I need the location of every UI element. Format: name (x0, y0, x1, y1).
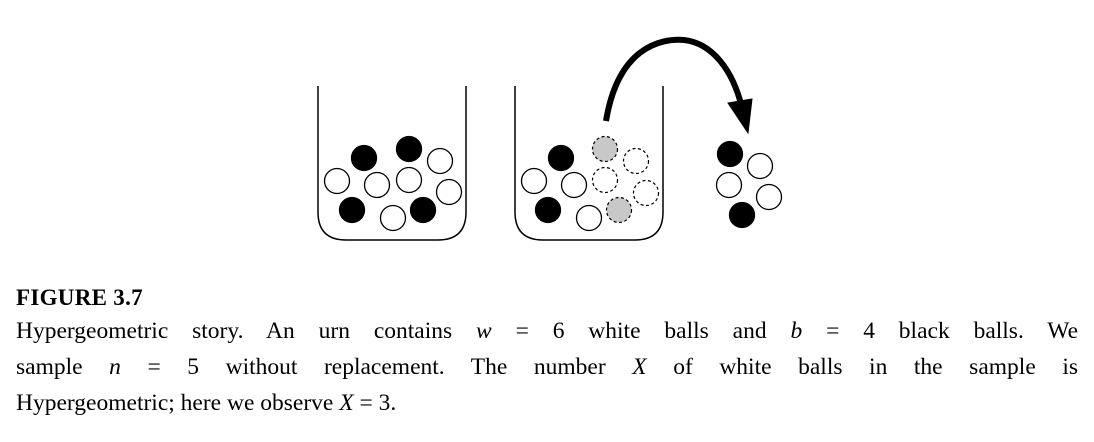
white-ball (379, 204, 407, 232)
caption-line: Hypergeometric story. An urn contains w … (16, 313, 1078, 349)
removed-white-ball (622, 147, 650, 175)
white-ball (323, 167, 351, 195)
urn-after-balls (520, 135, 660, 232)
removed-white-ball (591, 166, 619, 194)
arrow-head (727, 98, 753, 135)
caption-text-segment: = 4 black balls. We (802, 318, 1079, 344)
caption-math-variable: X (632, 354, 647, 380)
white-ball (575, 204, 603, 232)
removed-white-ball (632, 179, 660, 207)
caption-body: Hypergeometric story. An urn contains w … (16, 313, 1078, 421)
caption-text-segment: sample (16, 354, 110, 380)
white-ball (363, 171, 391, 199)
caption-math-variable: w (476, 318, 492, 344)
urn-after-outline (514, 86, 664, 241)
white-ball (715, 171, 743, 199)
white-ball (755, 183, 783, 211)
draw-arrow (603, 36, 753, 135)
caption-line: sample n = 5 without replacement. The nu… (16, 349, 1078, 385)
removed-black-ball (605, 196, 633, 224)
caption-line: Hypergeometric; here we observe X = 3. (16, 385, 1078, 421)
caption-text-segment: of white balls in the sample is (646, 354, 1078, 380)
urn-before (317, 86, 467, 241)
white-ball (520, 167, 548, 195)
removed-black-ball (591, 135, 619, 163)
arrow-curve (603, 36, 745, 122)
caption-text-segment: = 3. (353, 390, 397, 416)
sample-balls (715, 140, 783, 229)
figure-label: FIGURE 3.7 (16, 285, 143, 310)
caption-math-variable: n (109, 354, 121, 380)
black-ball (395, 135, 423, 163)
caption-math-variable: b (790, 318, 803, 344)
black-ball (547, 144, 575, 172)
urn-before-outline (317, 86, 467, 241)
white-ball (435, 178, 463, 206)
caption-text-segment: = 5 without replacement. The number (120, 354, 633, 380)
urn-before-balls (323, 135, 463, 232)
black-ball (350, 144, 378, 172)
caption-math-variable: X (339, 390, 354, 416)
hypergeometric-urn-figure (317, 36, 783, 241)
white-ball (395, 166, 423, 194)
caption-text-segment: Hypergeometric story. An urn contains (16, 318, 477, 344)
black-ball (409, 196, 437, 224)
black-ball (338, 196, 366, 224)
black-ball (716, 140, 744, 168)
black-ball (728, 201, 756, 229)
urn-after (514, 86, 664, 241)
figure-caption: FIGURE 3.7 Hypergeometric story. An urn … (16, 283, 1078, 421)
white-ball (426, 147, 454, 175)
white-ball (746, 152, 774, 180)
white-ball (560, 171, 588, 199)
caption-text-segment: = 6 white balls and (491, 318, 791, 344)
caption-text-segment: Hypergeometric; here we observe (16, 390, 340, 416)
black-ball (534, 196, 562, 224)
